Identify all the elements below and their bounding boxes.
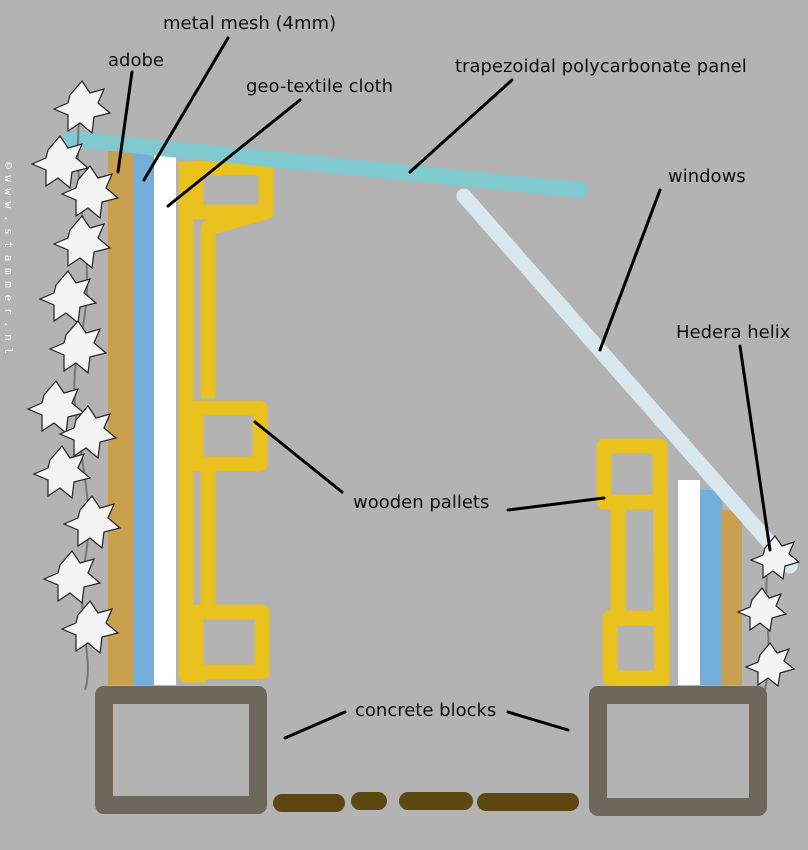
- ivy-leaf: [30, 135, 90, 190]
- leader-windows: [598, 188, 662, 352]
- ivy-leaf: [32, 445, 92, 500]
- label-pallets: wooden pallets: [353, 492, 489, 513]
- pallet-block-middle: [188, 400, 268, 472]
- geotextile-layer-left: [154, 150, 176, 685]
- pallet-block-right-bottom: [602, 610, 670, 686]
- leader-hedera: [738, 344, 772, 552]
- ivy-leaf: [42, 550, 102, 605]
- pallet-block-right-top: [596, 438, 668, 510]
- pallet-block-bottom: [188, 604, 270, 680]
- concrete-block-right: [589, 686, 767, 816]
- label-metal-mesh: metal mesh (4mm): [163, 13, 336, 34]
- wooden-pallets-left: [178, 160, 274, 683]
- ivy-right: [736, 535, 801, 691]
- ivy-leaf: [749, 535, 801, 581]
- pallet-block-top: [188, 160, 274, 220]
- leader-geotextile: [166, 98, 302, 208]
- pallet-spine: [200, 204, 268, 398]
- ivy-leaf: [48, 320, 108, 375]
- ivy-left: [26, 80, 122, 691]
- leader-concrete-left: [283, 710, 347, 740]
- label-adobe: adobe: [108, 50, 164, 71]
- ivy-leaf: [736, 587, 788, 633]
- ivy-leaf: [60, 600, 120, 655]
- ivy-leaf: [52, 80, 112, 135]
- polycarbonate-panel: [62, 131, 588, 198]
- leader-pallets-right: [506, 496, 606, 512]
- ivy-leaf: [58, 405, 118, 460]
- label-windows: windows: [668, 166, 746, 187]
- leader-lines: [116, 36, 772, 740]
- label-concrete: concrete blocks: [355, 700, 496, 721]
- leader-adobe: [116, 70, 134, 174]
- geotextile-layer-right: [678, 480, 700, 685]
- concrete-block-left: [95, 686, 267, 814]
- ivy-leaf: [60, 165, 120, 220]
- metal-mesh-layer-right: [700, 490, 722, 685]
- watermark: © w w w . s t a m m e r . n l: [2, 162, 15, 354]
- ivy-leaf: [52, 215, 112, 270]
- ivy-leaf: [744, 642, 796, 688]
- leader-concrete-right: [506, 710, 570, 732]
- ivy-leaf: [26, 380, 86, 435]
- label-polycarbonate: trapezoidal polycarbonate panel: [455, 56, 747, 77]
- floor-stones: [273, 792, 579, 812]
- leader-polycarbonate: [408, 78, 514, 174]
- adobe-layer-left: [108, 145, 133, 685]
- leader-metal-mesh: [142, 36, 230, 182]
- ivy-leaf: [38, 270, 98, 325]
- label-geotextile: geo-textile cloth: [246, 76, 393, 97]
- label-hedera: Hedera helix: [676, 322, 791, 343]
- window-panel: [456, 188, 798, 574]
- wooden-pallets-right: [596, 438, 670, 688]
- ivy-leaf: [62, 495, 122, 550]
- metal-mesh-layer-left: [133, 150, 154, 685]
- leader-pallets-left: [253, 420, 344, 494]
- adobe-layer-right: [722, 510, 742, 685]
